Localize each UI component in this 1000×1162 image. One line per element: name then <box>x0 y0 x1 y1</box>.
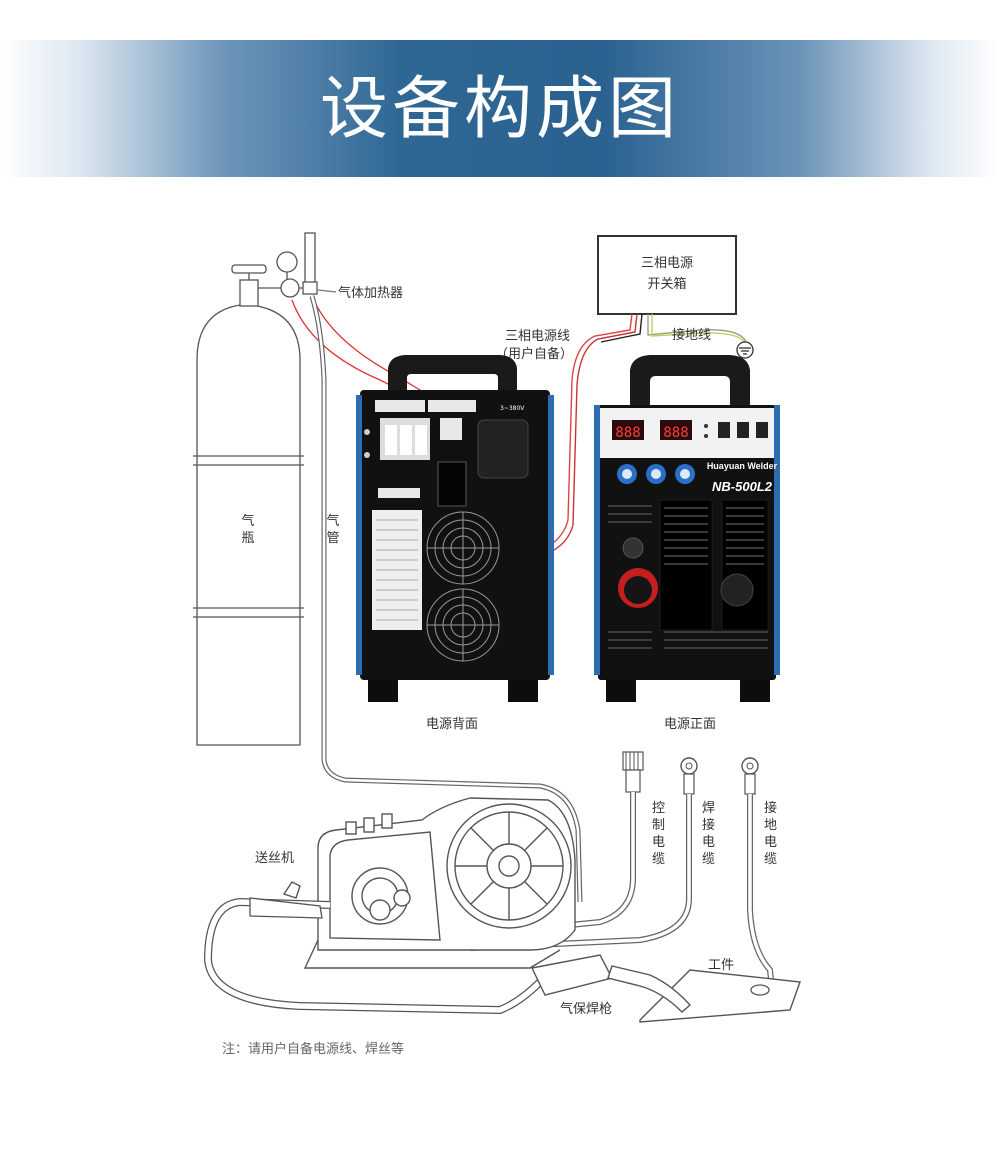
ground-line-label: 接地线 <box>672 327 711 343</box>
svg-text:缆: 缆 <box>702 851 715 867</box>
svg-text:接: 接 <box>702 817 715 833</box>
power-source-front <box>594 355 780 702</box>
control-knob-3 <box>675 464 695 484</box>
power-line-label-1: 三相电源线 <box>505 329 570 344</box>
footnote: 注：请用户自备电源线、焊丝等 <box>222 1041 404 1057</box>
svg-text:接: 接 <box>764 800 777 816</box>
rear-voltage-label: 3~380V <box>500 405 525 412</box>
brand-label: Huayuan Welder <box>707 461 778 471</box>
svg-text:电: 电 <box>702 835 715 850</box>
hose-label-2: 管 <box>326 531 339 546</box>
svg-text:焊: 焊 <box>702 800 715 816</box>
front-display-right: 888 <box>663 425 688 441</box>
hose-label-1: 气 <box>326 513 339 529</box>
front-view-label: 电源正面 <box>664 717 716 732</box>
control-socket <box>622 537 644 559</box>
wire-feeder <box>282 797 576 969</box>
svg-text:地: 地 <box>764 818 777 833</box>
front-display-left: 888 <box>615 425 640 441</box>
rear-view-label: 电源背面 <box>426 717 478 732</box>
gas-cylinder <box>193 264 304 746</box>
title-banner <box>0 40 1000 177</box>
gas-regulator <box>276 251 310 298</box>
heater-cable-red-2 <box>291 299 441 411</box>
svg-text:缆: 缆 <box>764 851 777 867</box>
heater-cable-red-1 <box>311 295 446 406</box>
svg-text:电: 电 <box>764 835 777 850</box>
power-source-rear <box>356 355 554 702</box>
welding-cable-label: 焊 接 电 缆 <box>702 800 715 867</box>
torch-label: 气保焊枪 <box>560 1001 612 1017</box>
cooling-fan-2 <box>426 588 500 662</box>
control-knob-2 <box>646 464 666 484</box>
model-label: NB-500L2 <box>712 479 773 494</box>
ground-cable <box>741 757 775 991</box>
control-cable <box>469 751 644 938</box>
gas-heater-label: 气体加热器 <box>338 285 403 301</box>
ground-cable-label: 接 地 电 缆 <box>764 800 777 867</box>
workpiece-label: 工件 <box>708 958 734 973</box>
output-socket-negative <box>720 573 754 607</box>
svg-text:缆: 缆 <box>652 851 665 867</box>
wire-feeder-label: 送丝机 <box>255 851 294 866</box>
ground-symbol <box>736 341 754 359</box>
gas-heater <box>302 232 337 295</box>
power-line-label-2: （用户自备） <box>495 346 573 362</box>
switchbox-label-2: 开关箱 <box>647 276 686 292</box>
welding-cable <box>469 757 698 951</box>
control-cable-label: 控 制 电 缆 <box>652 801 665 867</box>
page-title: 设备构成图 <box>319 70 680 149</box>
switchbox-label-1: 三相电源 <box>641 256 693 271</box>
cylinder-label-2: 瓶 <box>241 531 254 546</box>
svg-text:制: 制 <box>652 818 665 833</box>
svg-text:电: 电 <box>652 835 665 850</box>
cooling-fan-1 <box>426 511 500 585</box>
welding-torch <box>203 897 691 1015</box>
cylinder-label-1: 气 <box>241 513 254 529</box>
power-switch-box <box>597 235 737 315</box>
control-knob-1 <box>617 464 637 484</box>
output-socket-positive <box>618 568 658 608</box>
svg-text:控: 控 <box>652 801 665 816</box>
